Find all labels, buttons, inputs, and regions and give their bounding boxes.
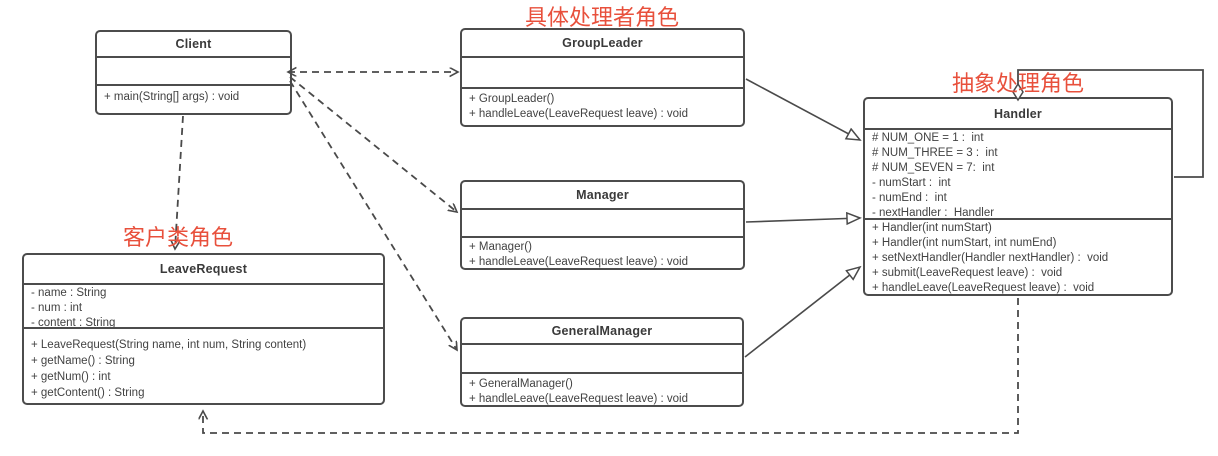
- edge-generalization-manager-handler: [745, 218, 860, 222]
- attribute-row: # NUM_ONE = 1 : int: [872, 132, 984, 145]
- method-row: + GeneralManager(): [469, 378, 573, 391]
- class-box-leaverequest: LeaveRequest - name : String - num : int…: [22, 253, 385, 405]
- class-attributes-groupleader: [462, 55, 743, 87]
- class-title-client: Client: [175, 36, 212, 51]
- class-title-handler: Handler: [994, 106, 1042, 121]
- method-row: + setNextHandler(Handler nextHandler) : …: [872, 251, 1109, 264]
- class-attributes-manager: [462, 207, 743, 237]
- method-row: + Handler(int numStart): [872, 221, 992, 234]
- method-row: + getNum() : int: [31, 370, 111, 383]
- class-methods-groupleader: + GroupLeader() + handleLeave(LeaveReque…: [462, 86, 743, 125]
- edge-dependency-client-manager: [289, 76, 457, 212]
- attribute-row: - content : String: [31, 317, 116, 327]
- class-attributes-client: [97, 55, 290, 85]
- class-methods-leaverequest: + LeaveRequest(String name, int num, Str…: [24, 326, 383, 403]
- attribute-row: - numStart : int: [872, 177, 951, 190]
- class-box-generalmanager: GeneralManager + GeneralManager() + hand…: [460, 317, 744, 407]
- method-row: + getName() : String: [31, 354, 135, 367]
- class-attributes-leaverequest: - name : String - num : int - content : …: [24, 283, 383, 327]
- class-title-manager: Manager: [576, 187, 629, 202]
- label-abstract-handler-role: 抽象处理角色: [951, 71, 1085, 96]
- method-row: + handleLeave(LeaveRequest leave) : void: [469, 107, 688, 120]
- class-box-groupleader: GroupLeader + GroupLeader() + handleLeav…: [460, 28, 745, 127]
- method-row: + submit(LeaveRequest leave) : void: [872, 266, 1063, 279]
- method-row: + handleLeave(LeaveRequest leave) : void: [872, 281, 1095, 294]
- edge-generalization-groupleader-handler: [745, 78, 860, 140]
- method-row: + GroupLeader(): [469, 92, 555, 105]
- attribute-row: - num : int: [31, 302, 83, 315]
- class-title-leaverequest: LeaveRequest: [159, 262, 248, 277]
- class-attributes-generalmanager: [462, 342, 742, 373]
- method-row: + handleLeave(LeaveRequest leave) : void: [469, 256, 688, 268]
- attribute-row: # NUM_SEVEN = 7: int: [872, 162, 995, 175]
- class-methods-client: + main(String[] args) : void: [97, 84, 290, 113]
- method-row: + getContent() : String: [31, 386, 145, 399]
- attribute-row: # NUM_THREE = 3 : int: [872, 147, 998, 160]
- method-row: + main(String[] args) : void: [104, 91, 240, 104]
- class-methods-manager: + Manager() + handleLeave(LeaveRequest l…: [462, 236, 743, 268]
- class-box-handler: Handler # NUM_ONE = 1 : int # NUM_THREE …: [863, 97, 1173, 296]
- attribute-row: - name : String: [31, 287, 107, 300]
- method-row: + Handler(int numStart, int numEnd): [872, 236, 1057, 249]
- class-title-generalmanager: GeneralManager: [551, 323, 653, 338]
- class-methods-generalmanager: + GeneralManager() + handleLeave(LeaveRe…: [462, 372, 742, 405]
- class-methods-handler: + Handler(int numStart) + Handler(int nu…: [865, 217, 1171, 294]
- edge-generalization-generalmanager-handler: [744, 267, 860, 358]
- class-attributes-handler: # NUM_ONE = 1 : int # NUM_THREE = 3 : in…: [865, 128, 1171, 218]
- class-box-client: Client + main(String[] args) : void: [95, 30, 292, 115]
- attribute-row: - numEnd : int: [872, 192, 947, 205]
- method-row: + Manager(): [469, 241, 532, 254]
- label-concrete-handler-role: 具体处理者角色: [524, 5, 680, 30]
- class-title-groupleader: GroupLeader: [562, 35, 643, 50]
- label-client-role: 客户类角色: [122, 225, 234, 250]
- method-row: + handleLeave(LeaveRequest leave) : void: [469, 393, 688, 405]
- method-row: + LeaveRequest(String name, int num, Str…: [31, 338, 307, 351]
- attribute-row: - nextHandler : Handler: [872, 207, 995, 218]
- class-box-manager: Manager + Manager() + handleLeave(LeaveR…: [460, 180, 745, 270]
